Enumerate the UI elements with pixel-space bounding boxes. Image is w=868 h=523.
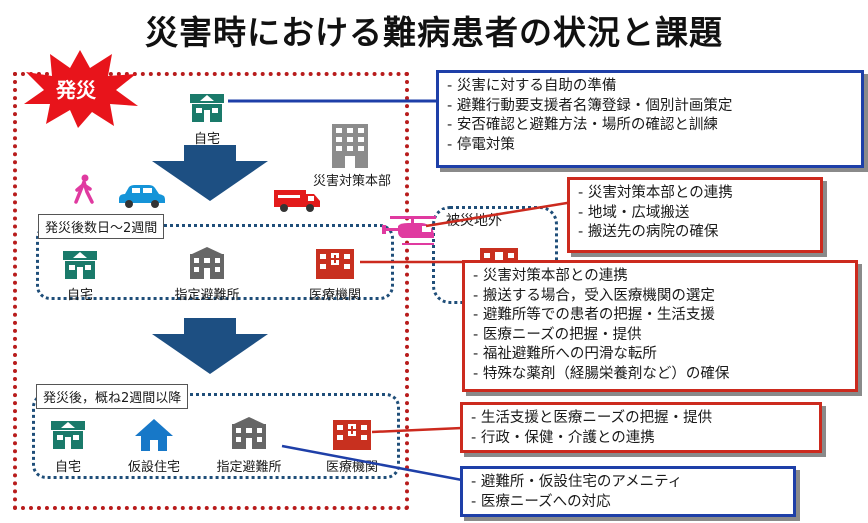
page-title: 災害時における難病患者の状況と課題 [145, 13, 723, 52]
phase3-tag: 発災後，概ね2週間以降 [36, 384, 189, 409]
phase2-tag: 発災後数日～2週間 [38, 214, 165, 239]
office-building-icon [332, 124, 368, 168]
callout-hospital-later: 生活支援と医療ニーズの把握・提供 行政・保健・介護との連携 [460, 402, 822, 453]
callout-item: 搬送する場合，受入医療機関の選定 [473, 287, 847, 307]
hq-label: 災害対策本部 [312, 174, 391, 189]
burst-label: 発災 [56, 78, 96, 102]
down-arrow-icon [152, 318, 268, 374]
walking-person-icon [74, 174, 94, 204]
callout-item: 災害に対する自助の準備 [447, 77, 853, 97]
callout-item: 地域・広域搬送 [578, 204, 812, 224]
callout-shelter-amenity: 避難所・仮設住宅のアメニティ 医療ニーズへの対応 [460, 466, 796, 517]
callout-hospital-early: 災害対策本部との連携 搬送する場合，受入医療機関の選定 避難所等での患者の把握・… [462, 260, 858, 392]
home-icon [190, 94, 224, 122]
home-icon [63, 251, 97, 279]
temporary-housing-icon [135, 419, 173, 451]
callout-item: 行政・保健・介護との連携 [471, 429, 811, 449]
callout-item: 特殊な薬剤（経腸栄養剤など）の確保 [473, 365, 847, 385]
phase3-temp-housing-label: 仮設住宅 [127, 460, 180, 475]
hospital-icon [333, 420, 371, 450]
phase3-shelter-label: 指定避難所 [216, 460, 282, 475]
evacuation-shelter-icon [232, 417, 266, 449]
phase3-home-label: 自宅 [54, 460, 81, 475]
hospital-icon [316, 249, 354, 279]
callout-item: 生活支援と医療ニーズの把握・提供 [471, 409, 811, 429]
phase2-home-label: 自宅 [66, 288, 93, 303]
callout-item: 福祉避難所への円滑な転所 [473, 345, 847, 365]
phase2-hospital-label: 医療機関 [308, 288, 361, 303]
ambulance-icon [274, 190, 320, 212]
phase1-home-label: 自宅 [193, 132, 220, 147]
callout-item: 安否確認と避難方法・場所の確認と訓練 [447, 116, 853, 136]
callout-item: 災害対策本部との連携 [578, 184, 812, 204]
callout-self-help: 災害に対する自助の準備 避難行動要支援者名簿登録・個別計画策定 安否確認と避難方… [436, 70, 864, 168]
disaster-area-frame [13, 72, 409, 510]
callout-item: 搬送先の病院の確保 [578, 223, 812, 243]
callout-item: 医療ニーズへの対応 [471, 493, 785, 513]
phase3-zone [32, 393, 400, 479]
down-arrow-icon [152, 145, 268, 201]
evacuation-shelter-icon [190, 247, 224, 279]
callout-item: 避難行動要支援者名簿登録・個別計画策定 [447, 97, 853, 117]
callout-item: 避難所等での患者の把握・生活支援 [473, 306, 847, 326]
callout-item: 災害対策本部との連携 [473, 267, 847, 287]
helicopter-icon [382, 216, 436, 245]
callout-item: 避難所・仮設住宅のアメニティ [471, 473, 785, 493]
phase2-shelter-label: 指定避難所 [174, 288, 240, 303]
callout-transport: 災害対策本部との連携 地域・広域搬送 搬送先の病院の確保 [567, 177, 823, 253]
phase3-hospital-label: 医療機関 [325, 460, 378, 475]
car-icon [119, 185, 165, 208]
home-icon [51, 421, 85, 449]
callout-item: 停電対策 [447, 136, 853, 156]
callout-item: 医療ニーズの把握・提供 [473, 326, 847, 346]
explosion-icon [24, 50, 138, 128]
